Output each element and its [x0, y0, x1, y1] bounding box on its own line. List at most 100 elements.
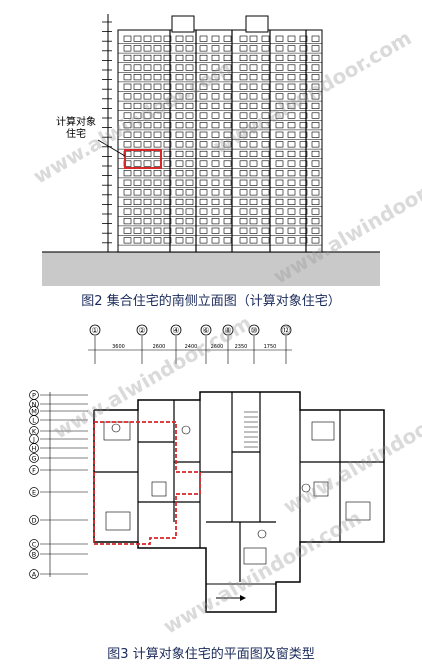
elevation-window: [175, 131, 184, 138]
elevation-window: [185, 54, 194, 62]
elevation-window: [311, 198, 320, 205]
elevation-window: [133, 83, 142, 90]
elevation-window: [287, 54, 296, 62]
elevation-window: [239, 35, 248, 42]
elevation-window: [133, 198, 142, 205]
elevation-window: [153, 112, 162, 119]
elevation-window: [211, 227, 220, 234]
elevation-window: [211, 93, 220, 100]
elevation-window: [287, 160, 296, 167]
elevation-window: [185, 208, 194, 215]
elevation-window: [223, 64, 232, 71]
elevation-window: [133, 208, 142, 215]
elevation-window: [261, 45, 270, 52]
elevation-window: [153, 102, 162, 109]
elevation-window: [311, 102, 320, 109]
row-axis-label: E: [32, 489, 36, 497]
furniture: [345, 501, 371, 521]
column-axis-bubble: [170, 324, 182, 336]
elevation-window: [143, 237, 152, 244]
elevation-window: [143, 218, 152, 225]
column-dimension: 1750: [264, 344, 277, 350]
elevation-window: [199, 189, 208, 196]
elevation-window: [175, 45, 184, 52]
row-axis-label: M: [31, 408, 37, 416]
elevation-window: [261, 93, 270, 100]
elevation-window: [299, 189, 308, 196]
elevation-window: [185, 160, 194, 167]
column-axis-label: ④: [172, 326, 179, 335]
elevation-window: [175, 227, 184, 234]
elevation-window: [239, 102, 248, 109]
elevation-window: [199, 179, 208, 186]
balcony-arrow-head: [240, 595, 246, 601]
elevation-window: [275, 102, 284, 109]
elevation-window: [153, 35, 162, 42]
elevation-window: [261, 189, 270, 196]
callout-leader: [97, 139, 126, 157]
elevation-window: [123, 93, 132, 100]
elevation-window: [163, 64, 172, 71]
row-axis-bubble: [29, 465, 39, 475]
elevation-window: [175, 83, 184, 90]
elevation-window: [239, 150, 248, 157]
elevation-window: [261, 218, 270, 225]
elevation-window: [163, 150, 172, 157]
elevation-window: [311, 237, 320, 244]
elevation-window: [175, 102, 184, 109]
elevation-window: [153, 64, 162, 71]
elevation-window: [299, 35, 308, 42]
elevation-window: [239, 54, 248, 62]
column-axis-bubble: [136, 324, 148, 336]
elevation-window: [175, 208, 184, 215]
elevation-window: [133, 93, 142, 100]
column-dimension: 3600: [112, 344, 125, 350]
elevation-window: [275, 74, 284, 81]
elevation-window: [133, 227, 142, 234]
elevation-window: [143, 83, 152, 90]
elevation-window: [239, 227, 248, 234]
elevation-window: [199, 198, 208, 205]
elevation-window: [153, 198, 162, 205]
row-axis-bubble: [29, 515, 39, 525]
elevation-window: [287, 237, 296, 244]
elevation-window: [239, 93, 248, 100]
elevation-window: [287, 227, 296, 234]
row-axis-label: L: [32, 417, 36, 425]
fixture: [181, 425, 191, 435]
column-axis-label: ⑩: [250, 326, 257, 335]
elevation-window: [311, 189, 320, 196]
column-axis-label: ②: [138, 326, 145, 335]
elevation-window: [133, 237, 142, 244]
elevation-window: [163, 45, 172, 52]
elevation-window: [275, 112, 284, 119]
elevation-window: [199, 237, 208, 244]
elevation-window: [143, 208, 152, 215]
elevation-window: [133, 102, 142, 109]
elevation-window: [311, 131, 320, 138]
elevation-window: [123, 122, 132, 129]
elevation-window: [249, 160, 258, 167]
elevation-window: [299, 102, 308, 109]
elevation-window: [249, 198, 258, 205]
elevation-window: [163, 208, 172, 215]
elevation-window: [123, 74, 132, 81]
elevation-window: [275, 64, 284, 71]
elevation-window: [299, 93, 308, 100]
elevation-window: [261, 208, 270, 215]
elevation-window: [261, 102, 270, 109]
elevation-window: [223, 189, 232, 196]
elevation-window: [299, 208, 308, 215]
elevation-window: [153, 218, 162, 225]
elevation-window: [123, 112, 132, 119]
elevation-window: [249, 45, 258, 52]
elevation-window: [163, 54, 172, 62]
elevation-window: [223, 131, 232, 138]
elevation-window: [133, 74, 142, 81]
elevation-window: [287, 198, 296, 205]
elevation-window: [261, 237, 270, 244]
elevation-window: [123, 83, 132, 90]
elevation-window: [185, 102, 194, 109]
elevation-window: [123, 54, 132, 62]
elevation-window: [211, 141, 220, 148]
